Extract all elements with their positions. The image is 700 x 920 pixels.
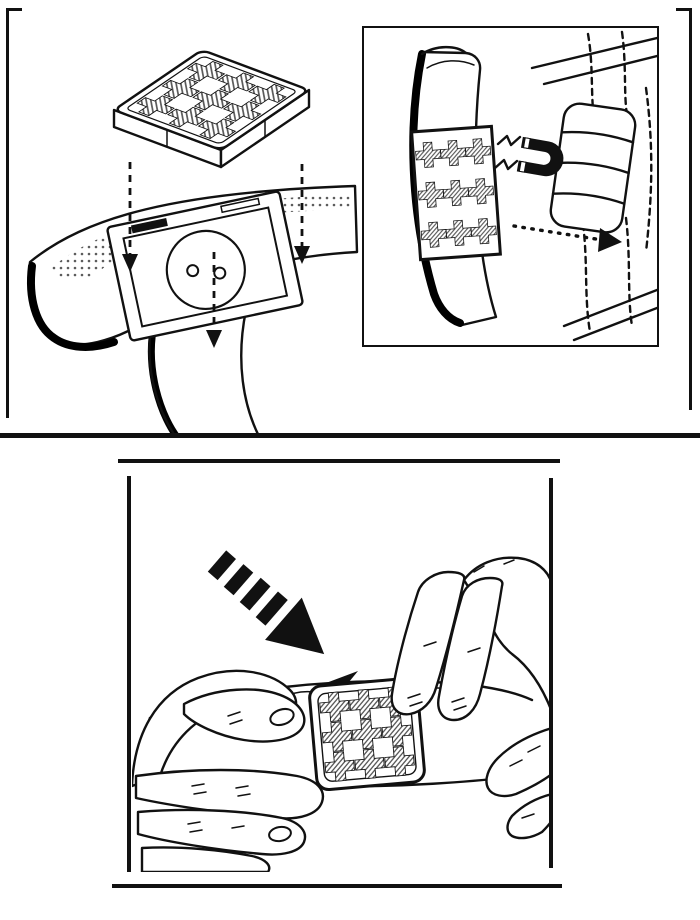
cross-pad-grid-icon bbox=[114, 50, 309, 150]
striped-arrow-icon bbox=[207, 550, 325, 655]
spark-zigzag-icon bbox=[493, 134, 522, 171]
bottom-frame-left bbox=[127, 476, 131, 872]
exploded-view-illustration bbox=[27, 14, 359, 436]
recess-slot bbox=[130, 218, 168, 234]
recess-hole-right bbox=[213, 266, 227, 280]
dashed-insertion-arrow-icon bbox=[294, 164, 310, 264]
magnetic-attachment-illustration bbox=[409, 30, 657, 342]
horizontal-separator bbox=[0, 433, 700, 438]
recess-slot-right bbox=[220, 197, 261, 214]
frame-line-right bbox=[689, 8, 692, 410]
dotted-arrow-icon bbox=[512, 224, 622, 252]
frame-line-left bbox=[6, 8, 9, 418]
dashed-insertion-arrow-icon bbox=[206, 252, 222, 348]
left-hand bbox=[132, 669, 325, 872]
strap-lines bbox=[530, 36, 657, 342]
recess-assembly bbox=[106, 190, 304, 342]
band-shadow-edge bbox=[27, 262, 118, 351]
panel-hands-press bbox=[132, 476, 552, 872]
left-finger-3 bbox=[140, 846, 271, 872]
right-finger-middle bbox=[437, 576, 504, 722]
finger-creases bbox=[187, 711, 251, 833]
bottom-frame-bottom bbox=[112, 884, 562, 888]
pad-module-tile bbox=[112, 50, 311, 169]
panel-exploded-view bbox=[10, 14, 360, 436]
bottom-frame-top bbox=[118, 459, 560, 463]
thumbnail bbox=[269, 707, 295, 727]
cross-pad-grid-icon bbox=[410, 124, 502, 262]
insertion-arrows bbox=[122, 162, 310, 348]
right-hand bbox=[390, 556, 552, 840]
wristband-strip bbox=[409, 45, 502, 327]
fingernail bbox=[268, 825, 292, 843]
left-finger-2 bbox=[136, 808, 307, 856]
horseshoe-magnet-icon bbox=[516, 136, 564, 177]
recess-hole-left bbox=[186, 264, 200, 278]
panel-magnetic-attachment bbox=[362, 26, 659, 347]
left-thumb bbox=[182, 688, 306, 743]
ghost-module bbox=[549, 102, 637, 234]
finger-creases bbox=[407, 559, 541, 819]
bottom-frame-right bbox=[549, 478, 553, 868]
hands-press-illustration bbox=[132, 550, 552, 872]
dashed-insertion-arrow-icon bbox=[122, 162, 138, 272]
frame-tick-left bbox=[6, 8, 22, 11]
right-finger-index bbox=[390, 570, 466, 716]
frame-tick-right bbox=[676, 8, 692, 11]
